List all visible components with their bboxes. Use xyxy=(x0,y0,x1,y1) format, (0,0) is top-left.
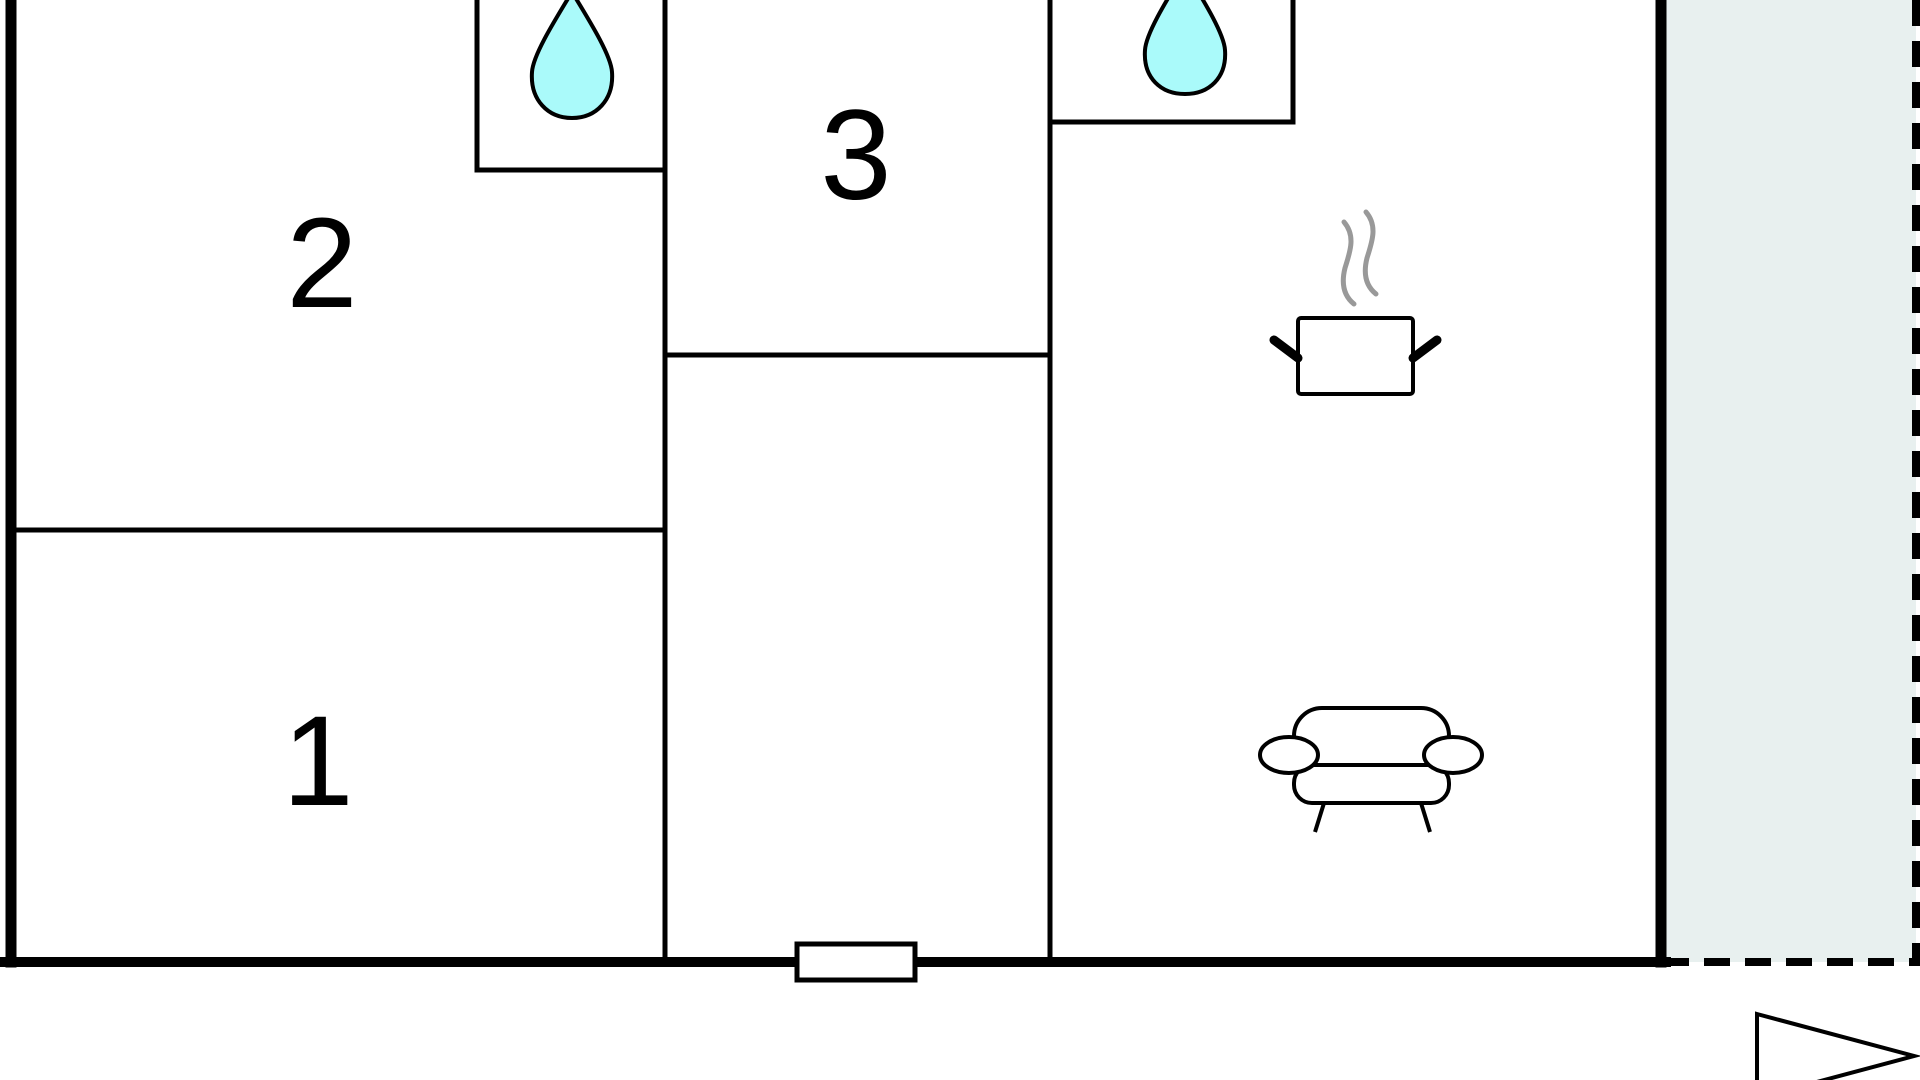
room-label-3: 3 xyxy=(820,84,891,227)
water-drop-icon xyxy=(529,0,615,121)
cooking-pot-icon xyxy=(1269,209,1442,396)
interior-walls xyxy=(11,0,1296,962)
compass-arrow-icon xyxy=(1755,1011,1920,1080)
terrace-area xyxy=(1666,0,1916,962)
bathroom-left-walls xyxy=(474,0,665,173)
room-label-2: 2 xyxy=(286,192,357,335)
sofa-icon xyxy=(1258,706,1484,833)
terrace-dashed-border xyxy=(1666,0,1920,966)
entrance-door xyxy=(794,941,918,983)
room-label-1: 1 xyxy=(282,690,353,833)
water-drop-icon xyxy=(1142,0,1228,97)
bathroom-right-walls xyxy=(1050,0,1296,125)
